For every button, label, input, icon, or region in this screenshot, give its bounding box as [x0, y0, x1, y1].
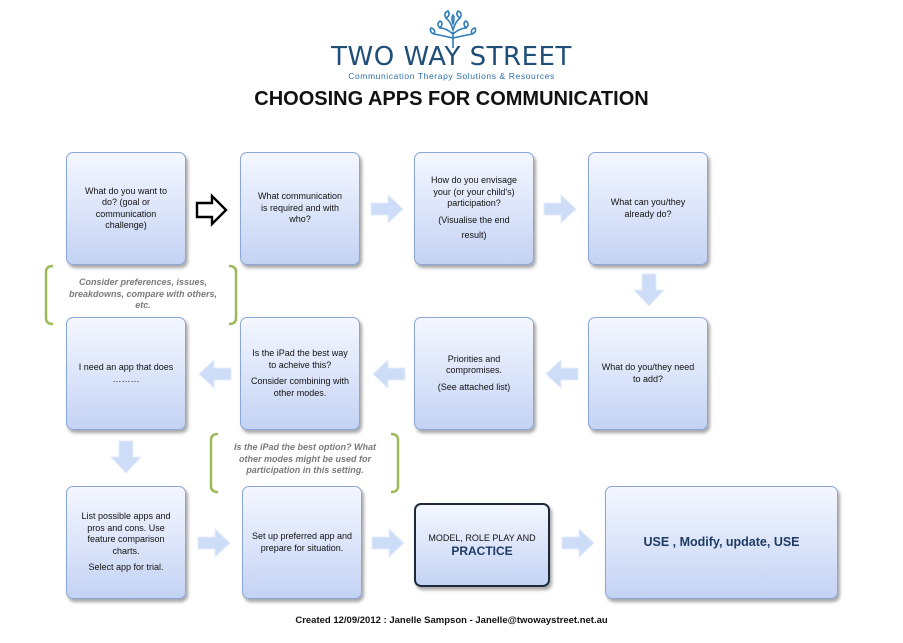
box-need-app-line: ……… — [112, 373, 140, 384]
box-envisage: How do you envisage your (or your child'… — [414, 152, 534, 265]
box-need-add-line: to add? — [632, 373, 664, 384]
box-use-line: USE , Modify, update, USE — [643, 534, 800, 549]
box-priorities-line: compromises. — [445, 365, 502, 376]
box-goal-line: What do you want to — [84, 185, 168, 196]
note-consider-line: etc. — [135, 300, 151, 310]
box-use: USE , Modify, update, USE — [605, 486, 838, 599]
page-title: CHOOSING APPS FOR COMMUNICATION — [254, 88, 649, 110]
note-ipad-option-line: Is the iPad the best option? What — [233, 442, 376, 452]
box-list-apps-line: feature comparison — [87, 534, 165, 545]
block-arrow-icon — [371, 528, 405, 558]
left-bracket-icon — [209, 432, 219, 494]
note-consider-line: breakdowns, compare with others, — [68, 288, 218, 299]
box-setup: Set up preferred app and prepare for sit… — [242, 486, 362, 599]
box-list-apps-line: charts. — [112, 545, 140, 556]
box-setup-line: prepare for situation. — [260, 542, 344, 553]
box-priorities: Priorities and compromises. (See attache… — [414, 317, 534, 430]
block-arrow-icon — [372, 359, 406, 389]
box-list-apps: List possible apps and pros and cons. Us… — [66, 486, 186, 599]
box-ipad-line: to acheive this? — [268, 359, 332, 370]
box-already-line: What can you/they — [610, 197, 686, 207]
logo-tagline: Communication Therapy Solutions & Resour… — [348, 71, 555, 81]
block-arrow-icon — [110, 440, 142, 474]
note-ipad-option-line: other modes might be used for — [238, 453, 371, 464]
tree-logo-icon — [429, 10, 477, 48]
box-envisage-line: How do you envisage — [430, 175, 518, 186]
box-need-app: I need an app that does ……… — [66, 317, 186, 430]
left-bracket-icon — [44, 264, 54, 326]
box-list-apps-line: pros and cons. Use — [87, 522, 165, 533]
box-required-line: is required and with — [260, 202, 340, 213]
box-priorities-line: Priorities and — [447, 353, 501, 364]
box-ipad-note: other modes. — [273, 387, 327, 398]
block-arrow-icon — [633, 273, 665, 307]
block-arrow-icon — [198, 359, 232, 389]
box-envisage-line: participation? — [447, 198, 501, 209]
note-ipad-option: Is the iPad the best option? What other … — [214, 442, 396, 477]
logo-name: TWO WAY STREET — [331, 42, 572, 72]
box-already-line: already do? — [624, 208, 672, 219]
box-list-apps-line: List possible apps and — [81, 511, 171, 522]
right-bracket-icon — [228, 264, 238, 326]
box-ipad: Is the iPad the best way to acheive this… — [240, 317, 360, 430]
box-need-app-line: I need an app that does — [78, 362, 174, 372]
outline-arrow-icon — [195, 193, 228, 227]
box-ipad-note: Consider combining with — [250, 376, 350, 386]
box-need-add: What do you/they need to add? — [588, 317, 708, 430]
box-model-practice: PRACTICE — [451, 544, 513, 558]
note-consider: Consider preferences, issues, breakdowns… — [48, 277, 238, 312]
block-arrow-icon — [370, 194, 404, 224]
box-required-line: who? — [289, 214, 311, 225]
box-ipad-line: Is the iPad the best way — [252, 348, 348, 358]
box-goal-line: do? (goal or — [101, 197, 151, 207]
box-envisage-line: your (or your child's) — [433, 186, 515, 197]
note-consider-line: Consider preferences, issues, — [78, 277, 208, 287]
box-model-line: MODEL, ROLE PLAY AND — [428, 532, 536, 543]
box-already: What can you/they already do? — [588, 152, 708, 265]
box-envisage-note: result) — [461, 230, 487, 241]
footer-credit: Created 12/09/2012 : Janelle Sampson - J… — [295, 615, 608, 626]
box-required-line: What communication — [257, 191, 343, 202]
block-arrow-icon — [545, 359, 579, 389]
block-arrow-icon — [561, 528, 595, 558]
block-arrow-icon — [543, 194, 577, 224]
block-arrow-icon — [197, 528, 231, 558]
box-goal-line: communication — [95, 208, 157, 219]
box-envisage-note: (Visualise the end — [438, 214, 510, 225]
box-goal-line: challenge) — [105, 220, 147, 230]
note-ipad-option-line: participation in this setting. — [246, 465, 364, 475]
right-bracket-icon — [390, 432, 400, 494]
box-required: What communication is required and with … — [240, 152, 360, 265]
box-list-apps-note: Select app for trial. — [88, 562, 164, 573]
box-setup-line: Set up preferred app and — [251, 531, 353, 541]
box-priorities-note: (See attached list) — [437, 381, 511, 392]
box-model: MODEL, ROLE PLAY AND PRACTICE — [414, 503, 550, 587]
box-need-add-line: What do you/they need — [601, 362, 695, 372]
box-goal: What do you want to do? (goal or communi… — [66, 152, 186, 265]
